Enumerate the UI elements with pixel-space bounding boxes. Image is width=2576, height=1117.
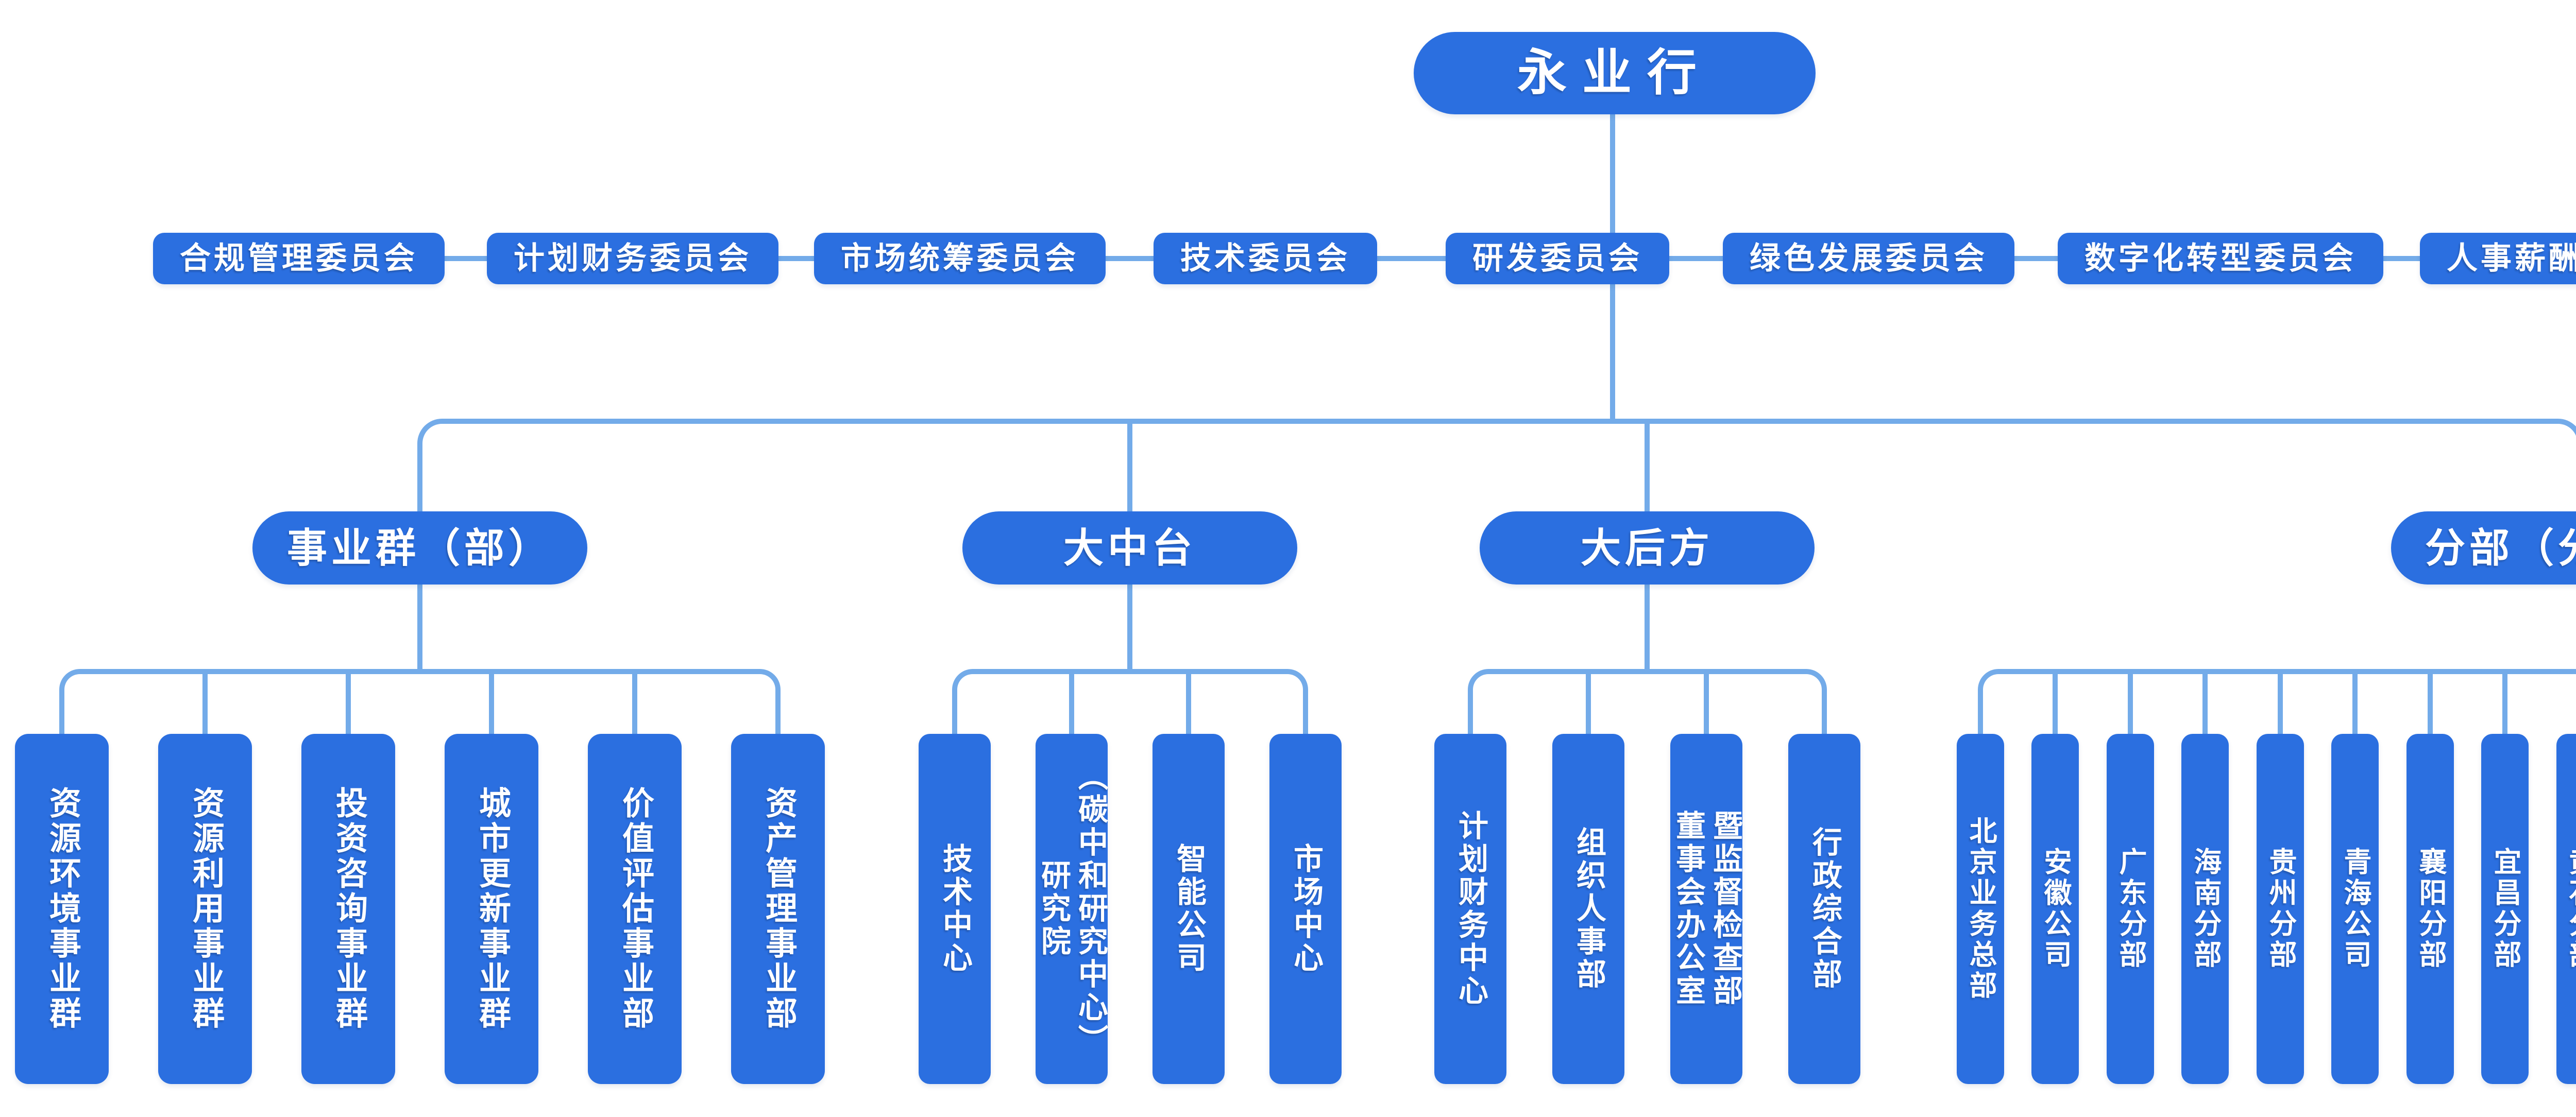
leaf-group3-1: 安徽公司 — [2031, 734, 2079, 1084]
leaf-group0-1: 资源利用事业群 — [158, 734, 252, 1084]
leaf-label: 贵州分部 — [2265, 847, 2296, 971]
connector-drop-pill-2 — [1645, 419, 1650, 514]
leaf-label: 董事会办公室 暨监督检查部 — [1671, 810, 1742, 1008]
connector-group3-child-drop-1 — [2053, 669, 2058, 737]
leaf-group3-6: 襄阳分部 — [2406, 734, 2454, 1084]
connector-group1-child-drop-1 — [1069, 669, 1074, 737]
connector-group0-child-bus — [59, 669, 781, 737]
connector-group0-child-drop-4 — [632, 669, 637, 737]
leaf-group1-3: 市场中心 — [1269, 734, 1342, 1084]
leaf-label: 安徽公司 — [2040, 847, 2071, 971]
leaf-label: 组织人事部 — [1572, 827, 1605, 991]
connector-group2-pill-drop — [1645, 585, 1650, 674]
leaf-label: 襄阳分部 — [2415, 847, 2446, 971]
leaf-group3-7: 宜昌分部 — [2481, 734, 2529, 1084]
leaf-group1-0: 技术中心 — [919, 734, 991, 1084]
leaf-label: 海南分部 — [2190, 847, 2221, 971]
leaf-group3-3: 海南分部 — [2181, 734, 2229, 1084]
connector-group0-pill-drop — [417, 585, 422, 674]
leaf-label: 宜昌分部 — [2489, 847, 2520, 971]
leaf-group2-1: 组织人事部 — [1552, 734, 1624, 1084]
group-pill-2: 大后方 — [1480, 511, 1815, 585]
connector-drop-pill-1 — [1127, 419, 1132, 514]
committee-2: 市场统筹委员会 — [814, 233, 1106, 284]
committee-3: 技术委员会 — [1154, 233, 1377, 284]
connector-group2-child-bus — [1468, 669, 1827, 737]
group-pill-0: 事业群（部） — [252, 511, 587, 585]
committee-6: 数字化转型委员会 — [2058, 233, 2383, 284]
leaf-group1-2: 智能公司 — [1153, 734, 1225, 1084]
connector-group2-child-drop-2 — [1704, 669, 1709, 737]
leaf-group3-0: 北京业务总部 — [1957, 734, 2004, 1084]
leaf-group0-2: 投资咨询事业群 — [301, 734, 395, 1084]
leaf-group2-0: 计划财务中心 — [1434, 734, 1506, 1084]
group-pill-1: 大中台 — [962, 511, 1297, 585]
leaf-label: 青海公司 — [2340, 847, 2370, 971]
connector-group3-child-drop-2 — [2128, 669, 2133, 737]
leaf-label: 黄石分部 — [2565, 847, 2576, 971]
connector-group3-child-drop-4 — [2278, 669, 2283, 737]
connector-group3-child-drop-6 — [2428, 669, 2433, 737]
leaf-group0-0: 资源环境事业群 — [15, 734, 109, 1084]
connector-group0-child-drop-1 — [202, 669, 208, 737]
committee-1: 计划财务委员会 — [487, 233, 778, 284]
leaf-group3-2: 广东分部 — [2107, 734, 2154, 1084]
leaf-label: 资源利用事业群 — [188, 786, 223, 1032]
connector-group1-child-bus — [952, 669, 1308, 737]
connector-group1-pill-drop — [1127, 585, 1132, 674]
leaf-label: 技术中心 — [938, 843, 972, 975]
connector-group0-child-drop-3 — [489, 669, 494, 737]
leaf-group0-3: 城市更新事业群 — [445, 734, 538, 1084]
connector-group1-child-drop-2 — [1186, 669, 1191, 737]
leaf-label: 北京业务总部 — [1965, 816, 1996, 1002]
connector-group3-child-drop-5 — [2352, 669, 2358, 737]
leaf-group3-4: 贵州分部 — [2257, 734, 2304, 1084]
leaf-label: 计划财务中心 — [1454, 810, 1487, 1008]
leaf-group0-4: 价值评估事业部 — [588, 734, 682, 1084]
leaf-label: 广东分部 — [2115, 847, 2146, 971]
root-node: 永业行 — [1414, 32, 1816, 114]
committee-0: 合规管理委员会 — [153, 233, 445, 284]
leaf-label: 研究院 （碳中和研究中心） — [1037, 761, 1107, 1057]
leaf-label: 行政综合部 — [1808, 827, 1841, 991]
connector-group3-child-drop-7 — [2502, 669, 2507, 737]
connector-group0-child-drop-2 — [346, 669, 351, 737]
leaf-label: 资产管理事业部 — [760, 786, 796, 1032]
leaf-label: 市场中心 — [1289, 843, 1323, 975]
committee-4: 研发委员会 — [1446, 233, 1669, 284]
connector-level2-bus — [417, 419, 2576, 514]
leaf-group3-5: 青海公司 — [2331, 734, 2379, 1084]
leaf-label: 资源环境事业群 — [44, 786, 80, 1032]
leaf-label: 城市更新事业群 — [474, 786, 510, 1032]
committee-5: 绿色发展委员会 — [1723, 233, 2014, 284]
leaf-label: 智能公司 — [1172, 843, 1206, 975]
connector-group3-child-drop-3 — [2202, 669, 2208, 737]
leaf-label: 投资咨询事业群 — [331, 786, 366, 1032]
group-pill-3: 分部（分公司） — [2391, 511, 2576, 585]
leaf-group1-1: 研究院 （碳中和研究中心） — [1036, 734, 1108, 1084]
leaf-label: 价值评估事业部 — [617, 786, 653, 1032]
leaf-group2-3: 行政综合部 — [1788, 734, 1860, 1084]
leaf-group3-8: 黄石分部 — [2556, 734, 2576, 1084]
connector-committee-bus — [299, 256, 2576, 261]
leaf-group2-2: 董事会办公室 暨监督检查部 — [1670, 734, 1742, 1084]
committee-7: 人事薪酬委员会 — [2420, 233, 2576, 284]
connector-group2-child-drop-1 — [1586, 669, 1591, 737]
leaf-group0-5: 资产管理事业部 — [731, 734, 825, 1084]
connector-group3-child-bus — [1978, 669, 2576, 737]
